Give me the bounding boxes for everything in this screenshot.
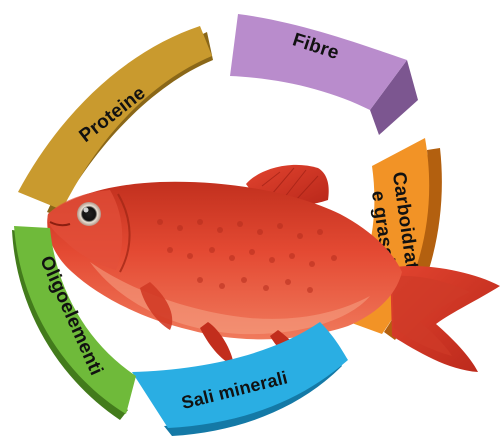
segment-fibre: Fibre	[230, 14, 418, 135]
segment-fibre-face	[230, 14, 407, 110]
segment-sali: Sali minerali	[132, 322, 348, 436]
fish-eye	[77, 202, 101, 226]
fish-eye-glint	[84, 208, 89, 213]
